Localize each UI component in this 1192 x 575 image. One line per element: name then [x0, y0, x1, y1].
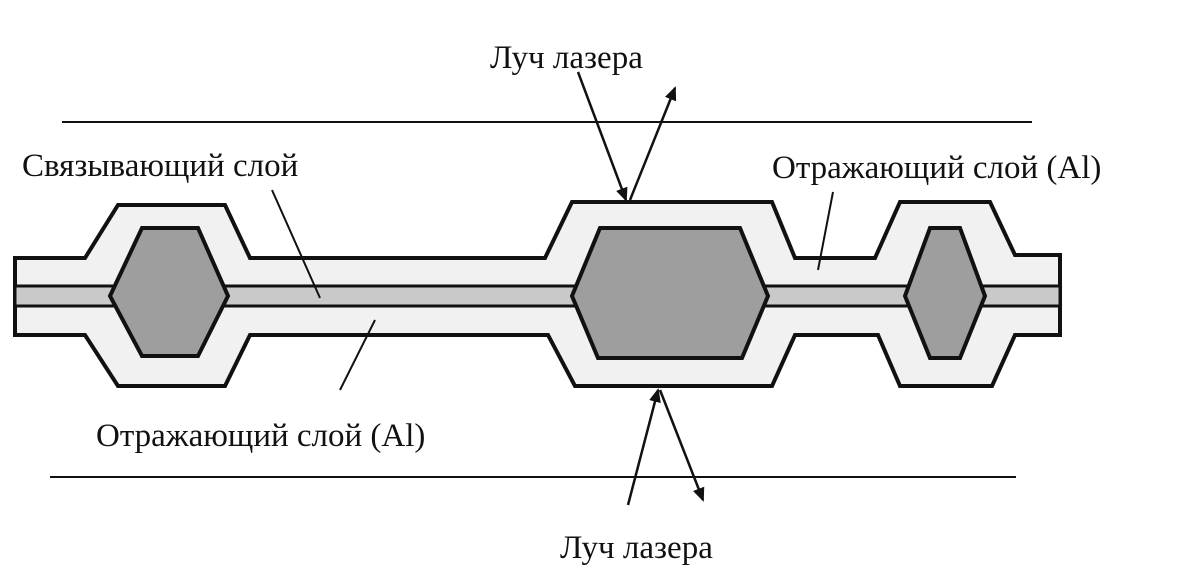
laser-top-reflected	[628, 86, 677, 201]
leader-reflective-right	[817, 191, 834, 271]
pit-center	[569, 226, 771, 360]
bonding-layer-band	[13, 284, 1062, 308]
label-laser-beam-bottom: Луч лазера	[560, 530, 713, 566]
pit-left	[107, 226, 231, 358]
label-reflective-layer-bottom: Отражающий слой (Al)	[96, 418, 426, 454]
laser-bottom-reflected	[658, 389, 705, 502]
label-reflective-layer-right: Отражающий слой (Al)	[772, 150, 1102, 186]
pit-right	[902, 226, 988, 360]
label-bonding-layer: Связывающий слой	[22, 148, 299, 184]
leader-reflective-bottom	[339, 319, 376, 391]
laser-bottom-incident	[626, 388, 661, 506]
label-laser-beam-top: Луч лазера	[490, 40, 643, 76]
leader-bonding-layer	[271, 189, 321, 299]
laser-top-incident	[576, 71, 628, 202]
